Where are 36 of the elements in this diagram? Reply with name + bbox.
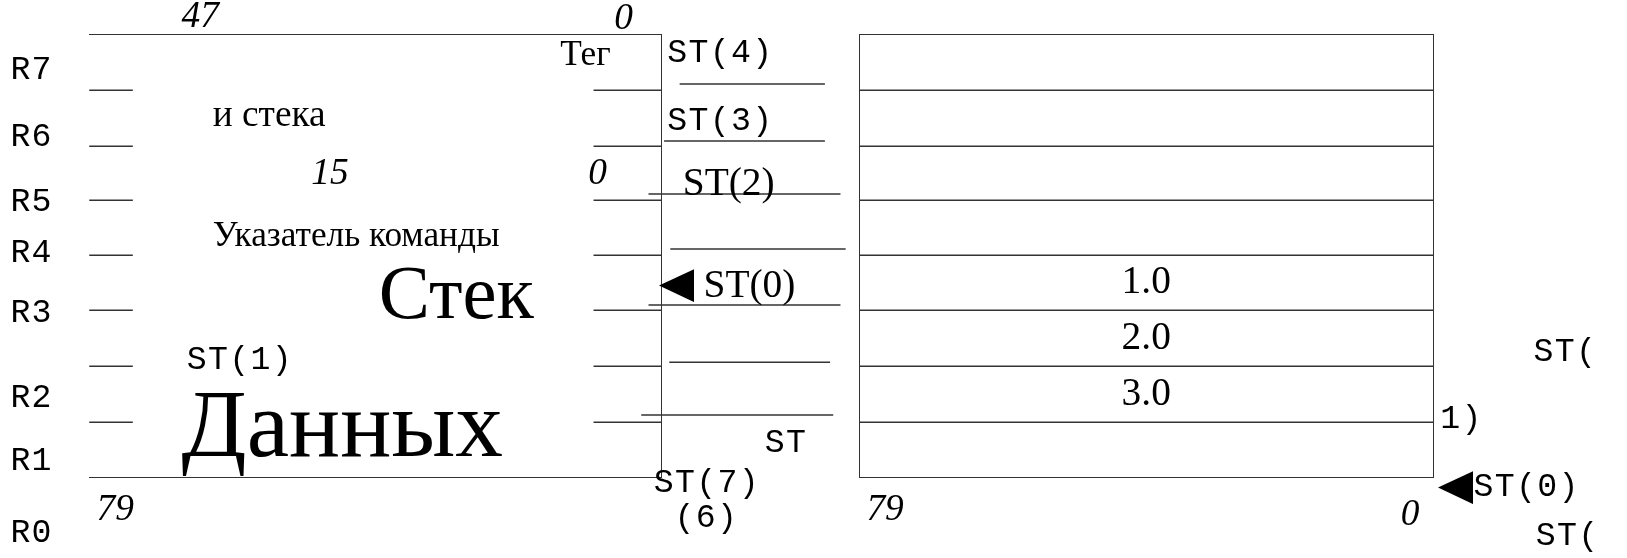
diagram-label: ST(	[1535, 520, 1600, 555]
register-value: 3.0	[1121, 373, 1171, 413]
diagram-label: R7	[10, 53, 53, 88]
bit-number: 0	[1400, 493, 1420, 532]
diagram-label: R5	[10, 186, 53, 220]
bit-number: 79	[866, 489, 904, 528]
diagram-label: 15	[311, 153, 349, 191]
diagram-label: R1	[10, 445, 53, 479]
diagram-label: ST(0)	[703, 265, 796, 306]
diagram-label: ST(	[1533, 336, 1598, 370]
diagram-label: ST(2)	[682, 162, 775, 203]
diagram-label: Указатель команды	[212, 216, 500, 253]
diagram-label: 1)	[1440, 403, 1483, 437]
bit-number: 47	[181, 0, 219, 34]
register-value: 1.0	[1121, 261, 1171, 301]
diagram-label: ST	[764, 427, 808, 461]
diagram-label: Тег	[560, 36, 611, 72]
diagram-label: 0	[588, 153, 607, 191]
diagram-label: Данных	[181, 377, 504, 474]
diagram-label: Стек	[378, 254, 534, 331]
diagram-label: ST(0)	[1473, 471, 1580, 505]
diagram-label: ST(1)	[186, 344, 293, 378]
diagram-label: (6)	[674, 502, 739, 536]
register-value: 2.0	[1121, 317, 1171, 357]
diagram-label: ST(7)	[653, 466, 760, 501]
bit-number: 79	[96, 489, 134, 528]
diagram-label: R4	[10, 237, 53, 271]
register-stack-box	[859, 34, 1434, 479]
diagram-label: и стека	[212, 95, 326, 133]
diagram-label: R6	[10, 121, 53, 155]
diagram-label: R3	[10, 297, 53, 331]
diagram-label: ST(4)	[667, 37, 774, 71]
diagram-label: ST(3)	[667, 105, 774, 140]
diagram-label: R0	[10, 517, 53, 551]
diagram-label: R2	[10, 382, 53, 417]
bit-number: 0	[614, 0, 633, 36]
